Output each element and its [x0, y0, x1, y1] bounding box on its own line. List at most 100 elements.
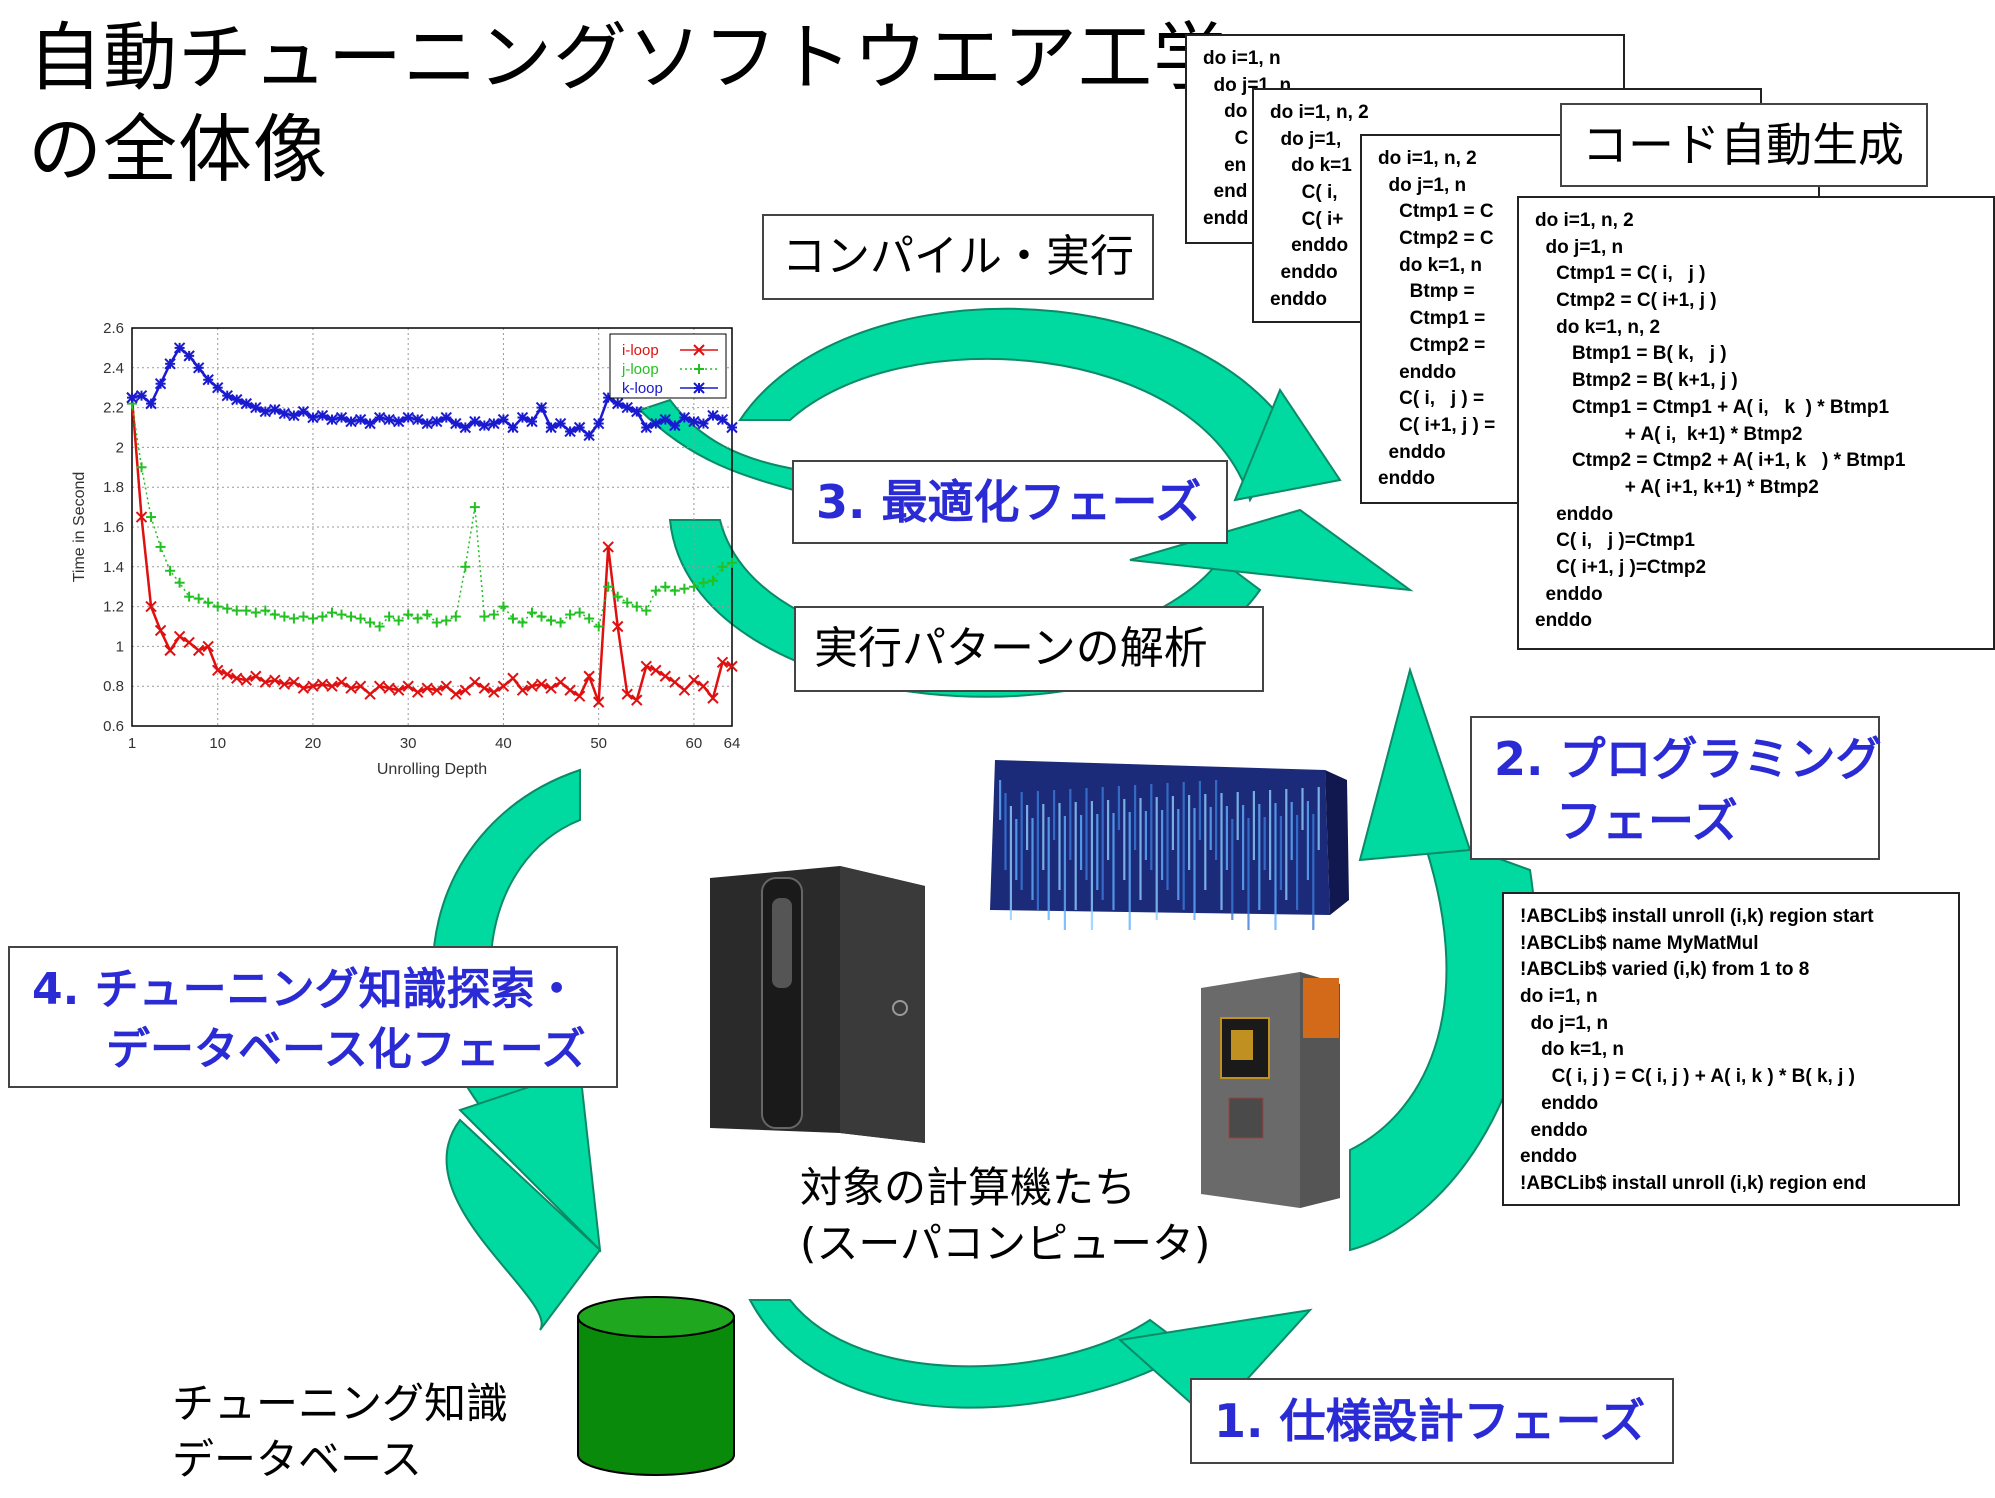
chart-point-j-loop	[374, 621, 385, 632]
chart-point-k-loop	[345, 415, 357, 428]
phase1-label: 1. 仕様設計フェーズ	[1190, 1378, 1674, 1464]
chart-point-k-loop	[612, 397, 624, 410]
chart-point-i-loop	[573, 690, 586, 702]
phase2-label-line2: フェーズ	[1556, 794, 1738, 848]
chart-point-i-loop	[192, 644, 205, 657]
chart-point-k-loop	[307, 411, 319, 424]
code-line: Ctmp1 =	[1378, 308, 1486, 330]
chart-point-i-loop	[392, 684, 405, 696]
chart-point-i-loop	[707, 692, 719, 704]
compact-server-image	[1201, 972, 1340, 1208]
chart-legend-label: j-loop	[621, 361, 659, 378]
code-line: enddo	[1270, 288, 1327, 310]
chart-y-tick-label: 2.2	[103, 400, 124, 417]
chart-point-j-loop	[546, 615, 557, 626]
chart-point-i-loop	[612, 620, 624, 633]
chart-point-j-loop	[488, 609, 499, 620]
chart-point-j-loop	[136, 462, 147, 473]
chart-point-j-loop	[336, 609, 347, 620]
chart-point-j-loop	[517, 617, 528, 628]
chart-y-tick-label: 2	[116, 439, 124, 456]
chart-point-k-loop	[192, 362, 205, 374]
code-line: Ctmp2 = C( i+1, j )	[1535, 290, 1717, 312]
chart-point-k-loop	[392, 415, 405, 428]
code-line: Ctmp1 = C	[1378, 201, 1494, 223]
chart-point-i-loop	[145, 600, 157, 613]
chart-point-i-loop	[650, 664, 662, 676]
chart-x-tick-label: 10	[209, 735, 226, 752]
code-line: C( i+1, j ) =	[1378, 414, 1496, 436]
chart-point-i-loop	[297, 682, 310, 694]
code-line: do i=1, n, 2	[1378, 148, 1477, 169]
code-line: do i=1, n, 2	[1535, 210, 1634, 231]
chart-point-k-loop	[269, 403, 281, 416]
code-line: C( i+1, j )=Ctmp2	[1535, 556, 1707, 578]
chart-point-k-loop	[383, 413, 395, 426]
chart-point-j-loop	[622, 597, 633, 608]
code-box-spec: !ABCLib$ install unroll (i,k) region sta…	[1502, 892, 1960, 1206]
code-line: enddo	[1378, 361, 1457, 383]
code-line: do k=1, n	[1378, 254, 1482, 276]
chart-point-j-loop	[498, 601, 509, 612]
code-line: Ctmp2 = C	[1378, 228, 1494, 250]
chart-point-j-loop	[631, 601, 642, 612]
chart-point-k-loop	[592, 417, 605, 430]
chart-point-i-loop	[240, 674, 252, 686]
page-title-line1: 自動チューニングソフトウエア工学	[28, 15, 1228, 101]
chart-point-k-loop	[526, 415, 538, 428]
code-line: !ABCLib$ varied (i,k) from 1 to 8	[1520, 959, 1810, 981]
code-line: enddo	[1270, 235, 1349, 257]
chart-point-k-loop	[478, 419, 491, 432]
chart-point-i-loop	[669, 676, 681, 688]
chart-point-i-loop	[335, 676, 348, 688]
chart-point-k-loop	[726, 421, 738, 434]
chart-y-tick-label: 0.8	[103, 678, 124, 695]
chart-point-j-loop	[555, 617, 566, 628]
chart-point-i-loop	[516, 684, 529, 696]
page-title-line2: の全体像	[28, 107, 328, 193]
chart-point-k-loop	[421, 417, 433, 430]
code-line: enddo	[1520, 1092, 1599, 1114]
chart-point-k-loop	[250, 401, 262, 414]
chart-x-tick-label: 40	[495, 735, 512, 752]
chart-point-k-loop	[459, 421, 472, 434]
chart-point-i-loop	[526, 680, 538, 692]
chart-point-i-loop	[450, 688, 462, 700]
chart-point-j-loop	[574, 607, 585, 618]
chart-point-k-loop	[412, 413, 424, 426]
code-line: + A( i, k+1) * Btmp2	[1535, 423, 1803, 445]
chart-point-i-loop	[173, 630, 186, 643]
chart-point-k-loop	[507, 421, 519, 434]
chart-point-k-loop	[650, 417, 662, 430]
chart-point-i-loop	[478, 682, 491, 694]
phase2-label: 2. プログラミング フェーズ	[1470, 716, 1882, 860]
code-line: C( i, j ) =	[1378, 388, 1485, 410]
chart-point-j-loop	[403, 609, 414, 620]
database-caption-line1: チューニング知識	[172, 1379, 509, 1428]
chart-point-j-loop	[298, 611, 309, 622]
chart-point-i-loop	[602, 541, 614, 553]
code-line: en	[1203, 154, 1247, 176]
chart-point-i-loop	[459, 684, 472, 696]
chart-point-j-loop	[707, 575, 718, 586]
code-line: !ABCLib$ install unroll (i,k) region sta…	[1520, 906, 1874, 927]
chart-point-i-loop	[431, 684, 443, 696]
chart-line-i-loop	[130, 397, 733, 703]
chart-point-i-loop	[507, 672, 519, 684]
chart-point-k-loop	[202, 374, 214, 386]
chart-point-k-loop	[707, 409, 719, 422]
chart-legend-marker	[693, 382, 705, 394]
chart-point-k-loop	[135, 389, 148, 402]
database-caption-line2: データベース	[172, 1435, 422, 1484]
code-line: do j=1, n	[1535, 236, 1624, 258]
chart-point-i-loop	[354, 680, 367, 692]
code-line: end	[1203, 181, 1248, 203]
chart-point-i-loop	[373, 680, 386, 692]
chart-point-k-loop	[402, 411, 414, 424]
chart-point-k-loop	[516, 411, 529, 424]
chart-point-i-loop	[345, 682, 357, 694]
code-line: Btmp =	[1378, 281, 1475, 303]
chart-series-k-loop	[126, 342, 738, 442]
